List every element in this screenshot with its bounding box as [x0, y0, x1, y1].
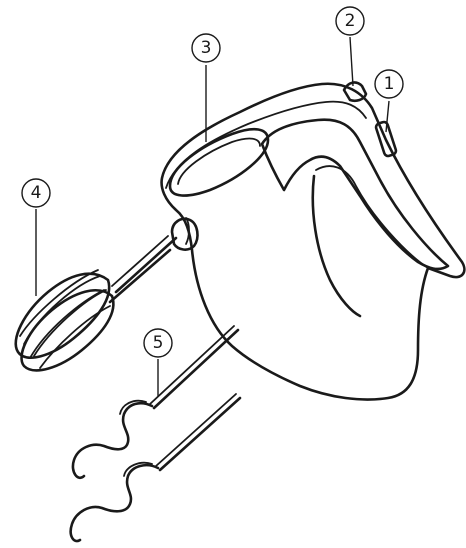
callout-3-label: 3	[201, 38, 212, 58]
callout-1-label: 1	[384, 74, 395, 94]
callout-5-label: 5	[153, 333, 164, 353]
callout-4: 4	[22, 179, 50, 207]
callout-4-label: 4	[31, 183, 42, 203]
callout-5: 5	[144, 329, 172, 357]
callout-leaders	[36, 37, 389, 396]
callout-1: 1	[375, 70, 403, 98]
callout-2: 2	[336, 7, 364, 35]
dough-hooks	[71, 326, 240, 541]
callout-3: 3	[192, 34, 220, 62]
callout-2-label: 2	[345, 11, 356, 31]
speed-dial-recess	[170, 129, 268, 195]
